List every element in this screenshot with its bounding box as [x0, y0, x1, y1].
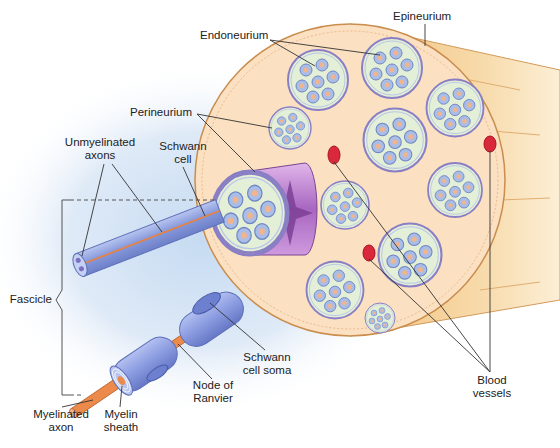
part-label: Myelinated axon [28, 408, 94, 434]
leader-lines [62, 24, 490, 407]
part-label: Myelin sheath [98, 408, 144, 434]
part-label: Blood vessels [466, 374, 518, 400]
blood-vessels [328, 136, 496, 261]
epineurium-inner [202, 31, 498, 329]
part-label: Endoneurium [200, 29, 280, 42]
fascicle-bracket [56, 200, 214, 395]
part-label: Schwann cell soma [238, 351, 296, 377]
part-label: Schwann cell [158, 140, 208, 166]
part-label: Unmyelinated axons [60, 136, 140, 162]
part-label: Fascicle [6, 293, 52, 306]
epineurium-face [195, 24, 505, 336]
part-label: Epineurium [393, 10, 473, 23]
extracted-fascicle [212, 163, 317, 255]
part-label: Node of Ranvier [186, 379, 240, 405]
part-label: Perineurium [130, 106, 210, 119]
